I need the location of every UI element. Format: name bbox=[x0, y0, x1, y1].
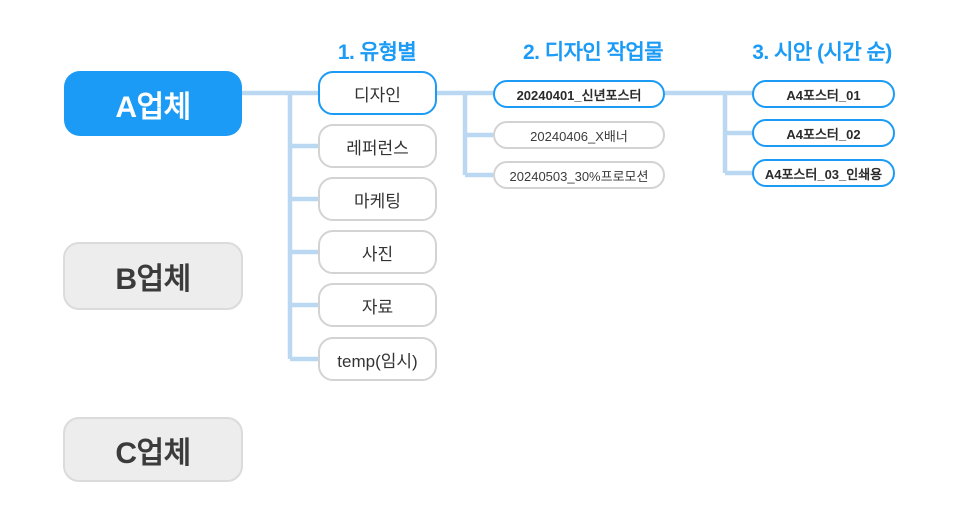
folder-node-photo: 사진 bbox=[318, 230, 437, 274]
folder-node-data: 자료 bbox=[318, 283, 437, 327]
company-node-b: B업체 bbox=[63, 242, 243, 310]
folder-node-reference: 레퍼런스 bbox=[318, 124, 437, 168]
company-node-c: C업체 bbox=[63, 417, 243, 482]
column-header-type: 1. 유형별 bbox=[337, 41, 417, 64]
column-header-drafts: 3. 시안 (시간 순) bbox=[752, 41, 892, 64]
file-node-a4poster-02: A4포스터_02 bbox=[752, 119, 895, 147]
file-node-a4poster-03-print: A4포스터_03_인쇄용 bbox=[752, 159, 895, 187]
folder-node-design: 디자인 bbox=[318, 71, 437, 115]
folder-node-marketing: 마케팅 bbox=[318, 177, 437, 221]
file-node-20240503: 20240503_30%프로모션 bbox=[493, 161, 665, 189]
file-node-a4poster-01: A4포스터_01 bbox=[752, 80, 895, 108]
file-node-20240401: 20240401_신년포스터 bbox=[493, 80, 665, 108]
file-node-20240406: 20240406_X배너 bbox=[493, 121, 665, 149]
company-node-a: A업체 bbox=[64, 71, 242, 136]
folder-node-temp: temp(임시) bbox=[318, 337, 437, 381]
column-header-design-works: 2. 디자인 작업물 bbox=[522, 41, 664, 64]
